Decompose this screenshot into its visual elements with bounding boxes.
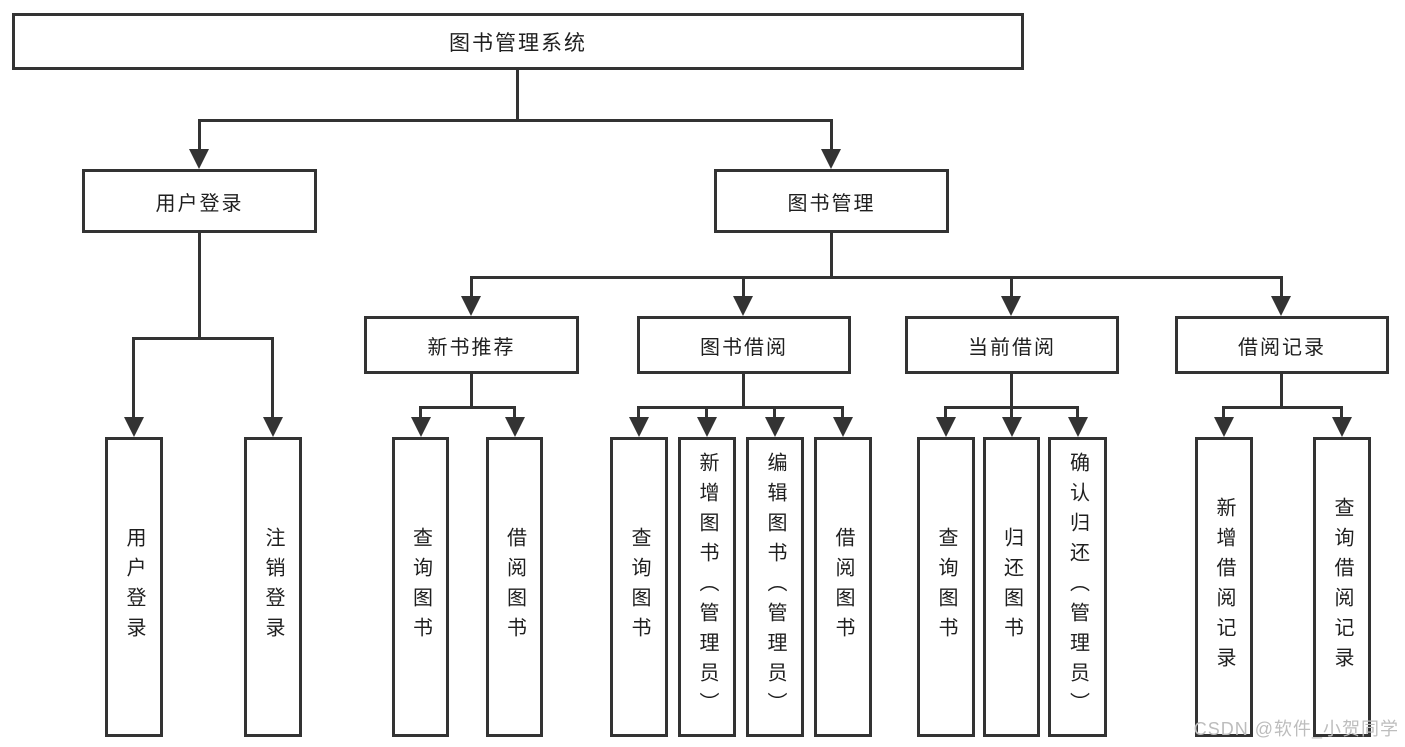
node-label: 确认归还（管理员） (1066, 452, 1089, 722)
edge-stem (132, 337, 135, 419)
leaf-edit-books-admin: 编辑图书（管理员） (746, 437, 804, 737)
arrow-down-icon (765, 417, 785, 437)
edge-stem (470, 276, 473, 300)
edge-user-login-stem (198, 233, 201, 338)
edge-book-mgmt-hbar (470, 276, 1282, 279)
arrow-down-icon (411, 417, 431, 437)
edge-user-login-hbar (134, 337, 274, 340)
arrow-down-icon (461, 296, 481, 316)
edge-stem (271, 337, 274, 419)
arrow-down-icon (189, 149, 209, 169)
leaf-confirm-return-admin: 确认归还（管理员） (1048, 437, 1107, 737)
arrow-down-icon (1002, 417, 1022, 437)
leaf-query-borrow-record: 查询借阅记录 (1313, 437, 1371, 737)
leaf-query-books-2: 查询图书 (610, 437, 668, 737)
node-label: 借阅图书 (832, 527, 854, 647)
arrow-down-icon (1332, 417, 1352, 437)
arrow-down-icon (124, 417, 144, 437)
node-label: 查询借阅记录 (1331, 497, 1353, 677)
node-label: 借阅图书 (503, 527, 526, 647)
arrow-down-icon (697, 417, 717, 437)
arrow-down-icon (1001, 296, 1021, 316)
edge-stem (742, 276, 745, 300)
node-label: 图书管理 (787, 192, 876, 215)
arrow-down-icon (821, 149, 841, 169)
node-label: 图书管理系统 (449, 31, 587, 55)
leaf-logout: 注销登录 (244, 437, 302, 737)
leaf-return-books: 归还图书 (983, 437, 1040, 737)
arrow-down-icon (733, 296, 753, 316)
edge-stem (637, 406, 640, 419)
edge-stem (419, 406, 422, 419)
edge-stem (1340, 406, 1343, 419)
node-label: 用户登录 (123, 527, 145, 647)
edge-stem (705, 406, 708, 419)
leaf-query-books-1: 查询图书 (392, 437, 449, 737)
arrow-down-icon (1068, 417, 1088, 437)
leaf-query-books-3: 查询图书 (917, 437, 975, 737)
leaf-add-borrow-record: 新增借阅记录 (1195, 437, 1253, 737)
node-label: 图书借阅 (700, 336, 788, 359)
node-book-management: 图书管理 (714, 169, 949, 233)
edge-hbar (421, 406, 515, 409)
node-label: 新增图书（管理员） (696, 452, 718, 722)
leaf-borrow-books-2: 借阅图书 (814, 437, 872, 737)
node-label: 查询图书 (409, 527, 432, 647)
node-label: 新增借阅记录 (1213, 497, 1235, 677)
node-book-borrow: 图书借阅 (637, 316, 851, 374)
arrow-down-icon (833, 417, 853, 437)
edge-hbar (639, 406, 843, 409)
node-label: 查询图书 (935, 527, 957, 647)
arrow-down-icon (263, 417, 283, 437)
edge-stem (742, 374, 745, 408)
arrow-down-icon (629, 417, 649, 437)
edge-stem (944, 406, 947, 419)
node-label: 归还图书 (1000, 527, 1023, 647)
leaf-add-books-admin: 新增图书（管理员） (678, 437, 736, 737)
arrow-down-icon (505, 417, 525, 437)
edge-stem (513, 406, 516, 419)
node-label: 借阅记录 (1238, 336, 1326, 359)
edge-stem (1222, 406, 1225, 419)
node-borrow-records: 借阅记录 (1175, 316, 1389, 374)
edge-root-hbar (198, 119, 833, 122)
node-label: 编辑图书（管理员） (764, 452, 786, 722)
node-user-login: 用户登录 (82, 169, 317, 233)
arrow-down-icon (1271, 296, 1291, 316)
node-label: 注销登录 (262, 527, 284, 647)
node-new-book-recommend: 新书推荐 (364, 316, 579, 374)
arrow-down-icon (1214, 417, 1234, 437)
edge-stem (470, 374, 473, 408)
edge-stem (841, 406, 844, 419)
edge-stem (1010, 374, 1013, 408)
edge-to-book-mgmt-stem (830, 119, 833, 152)
leaf-user-login: 用户登录 (105, 437, 163, 737)
edge-stem (1010, 276, 1013, 300)
node-label: 用户登录 (155, 192, 244, 215)
node-label: 当前借阅 (968, 336, 1056, 359)
edge-stem (1010, 406, 1013, 419)
edge-stem (773, 406, 776, 419)
edge-hbar (1224, 406, 1342, 409)
node-label: 新书推荐 (427, 336, 516, 359)
edge-root-stem (516, 70, 519, 120)
edge-book-mgmt-stem (830, 233, 833, 278)
edge-stem (1076, 406, 1079, 419)
edge-to-user-login-stem (198, 119, 201, 152)
node-current-borrow: 当前借阅 (905, 316, 1119, 374)
leaf-borrow-books-1: 借阅图书 (486, 437, 543, 737)
csdn-watermark: CSDN @软件_小贺同学 (1193, 719, 1399, 739)
arrow-down-icon (936, 417, 956, 437)
edge-stem (1280, 276, 1283, 300)
node-system-root: 图书管理系统 (12, 13, 1024, 70)
edge-stem (1280, 374, 1283, 408)
node-label: 查询图书 (628, 527, 650, 647)
